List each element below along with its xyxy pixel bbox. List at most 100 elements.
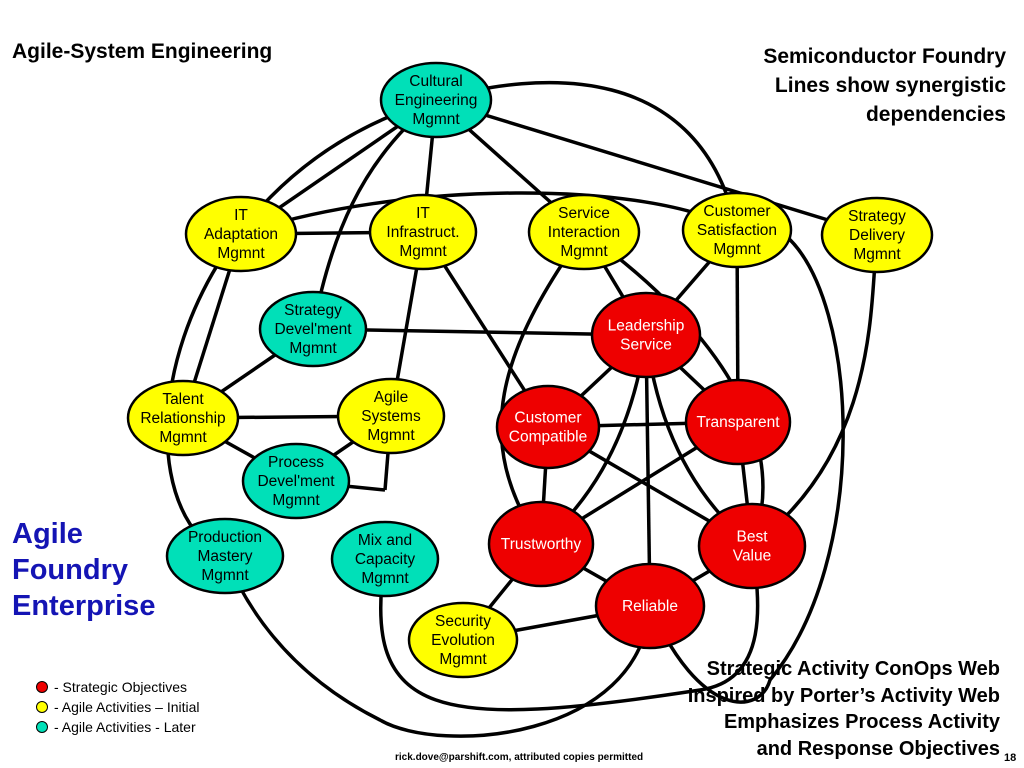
page-number: 18 (1004, 752, 1017, 764)
node-label: Best (736, 529, 768, 546)
node-label: Transparent (697, 414, 781, 431)
node-label: IT (416, 205, 430, 222)
node-label: Strategy (848, 208, 906, 225)
node-label: Mgmnt (289, 340, 337, 357)
node-label: Cultural (409, 73, 462, 90)
node-ellipse (684, 378, 792, 466)
subtitle-line: dependencies (865, 103, 1006, 126)
node-label: Mgmnt (412, 111, 460, 128)
node-label: Systems (361, 408, 421, 425)
dependency-line (240, 191, 738, 236)
node-ellipse (368, 193, 478, 271)
caption-line: Emphasizes Process Activity (723, 711, 1000, 733)
node-ellipse (379, 61, 493, 139)
node-label: Mgmnt (217, 245, 265, 262)
node-label: Evolution (431, 632, 495, 649)
node-label: Leadership (608, 318, 685, 335)
node-label: Strategy (284, 302, 342, 319)
dependency-line (648, 233, 845, 704)
node-ellipse (527, 193, 641, 271)
slide-subtitle: Semiconductor Foundry Lines show synergi… (763, 42, 1006, 129)
enterprise-title: Agile Foundry Enterprise (12, 516, 155, 624)
node-label: Agile (374, 389, 408, 406)
subtitle-line: Lines show synergistic (774, 74, 1006, 97)
legend: - Strategic Objectives - Agile Activitie… (36, 677, 200, 737)
node-label: Devel'ment (257, 473, 335, 490)
node-label: Trustworthy (501, 536, 582, 553)
legend-label: - Agile Activities – Initial (54, 699, 200, 715)
dependency-line (165, 98, 652, 738)
node-label: Mgmnt (159, 429, 207, 446)
node-label: Value (733, 548, 772, 565)
node-label: Production (188, 529, 262, 546)
node-ellipse (165, 517, 285, 595)
node-ellipse (126, 379, 240, 457)
node-label: Mgmnt (361, 570, 409, 587)
node-ellipse (330, 520, 440, 598)
legend-item-strategic: - Strategic Objectives (36, 677, 200, 697)
node-label: Talent (162, 391, 204, 408)
caption-line: Inspired by Porter’s Activity Web (687, 684, 1000, 707)
slide-title: Agile-System Engineering (12, 40, 273, 63)
node-ellipse (590, 291, 702, 379)
node-label: Mgmnt (201, 567, 249, 584)
enterprise-title-line: Enterprise (12, 590, 156, 622)
node-label: Mgmnt (853, 246, 901, 263)
legend-item-later: - Agile Activities - Later (36, 717, 200, 737)
teal-dot-icon (36, 721, 48, 733)
node-label: Compatible (509, 429, 587, 446)
node-ellipse (681, 191, 793, 269)
caption-line: and Response Objectives (756, 737, 1000, 760)
enterprise-title-line: Foundry (12, 554, 128, 586)
caption-line: Strategic Activity ConOps Web (706, 658, 1000, 680)
node-label: Customer (703, 203, 770, 220)
footer-copyright: rick.dove@parshift.com, attributed copie… (395, 752, 644, 763)
activity-nodes: CulturalEngineeringMgmntITAdaptationMgmn… (126, 61, 934, 679)
node-label: Mastery (197, 548, 252, 565)
node-label: Interaction (548, 224, 620, 241)
node-label: Mix and (358, 532, 412, 549)
node-label: Devel'ment (274, 321, 352, 338)
node-label: Service (558, 205, 610, 222)
yellow-dot-icon (36, 701, 48, 713)
node-label: Satisfaction (697, 222, 777, 239)
node-label: Mgmnt (367, 427, 415, 444)
node-label: Adaptation (204, 226, 278, 243)
node-label: Process (268, 454, 324, 471)
legend-label: - Strategic Objectives (54, 679, 188, 695)
node-ellipse (495, 384, 601, 470)
node-label: Mgmnt (560, 243, 608, 260)
dependency-line (378, 545, 760, 712)
node-ellipse (407, 601, 519, 679)
legend-item-initial: - Agile Activities – Initial (36, 697, 200, 717)
subtitle-line: Semiconductor Foundry (763, 45, 1006, 68)
node-transparent: Transparent (684, 378, 792, 466)
node-label: Reliable (622, 598, 678, 615)
red-dot-icon (36, 681, 48, 693)
node-label: Mgmnt (713, 241, 761, 258)
legend-label: - Agile Activities - Later (54, 719, 196, 735)
node-ellipse (697, 502, 807, 590)
node-ellipse (487, 500, 595, 588)
node-label: Engineering (395, 92, 478, 109)
node-label: Mgmnt (272, 492, 320, 509)
dependency-line (312, 327, 647, 337)
caption: Strategic Activity ConOps Web Inspired b… (688, 656, 1000, 762)
node-label: Security (435, 613, 491, 630)
node-label: Service (620, 337, 672, 354)
node-label: Mgmnt (399, 243, 447, 260)
node-label: IT (234, 207, 248, 224)
node-ellipse (258, 290, 368, 368)
